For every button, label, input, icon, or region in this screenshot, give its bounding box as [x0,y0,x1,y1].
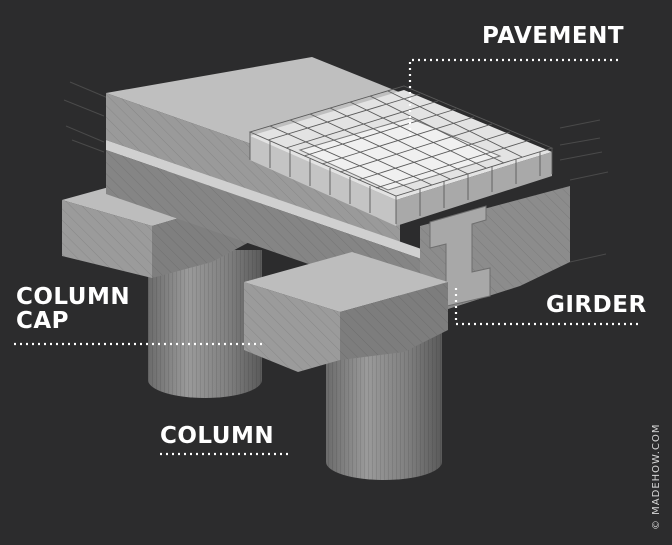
front-column [326,320,442,480]
back-column [148,250,262,398]
column-cap-label: COLUMN CAP [16,285,130,333]
girder-label: GIRDER [546,292,647,318]
rebar-grid [248,85,554,224]
credit-text: © MADEHOW.COM [651,423,662,530]
column-cap-label-line2: CAP [16,308,70,335]
front-column-cap [244,252,448,372]
girder-block [420,186,570,318]
column-cap-label-line1: COLUMN [16,284,131,310]
pavement-label: PAVEMENT [482,23,625,49]
leader-lines [14,58,640,456]
background-guides [63,81,609,263]
column-label: COLUMN [160,423,275,449]
